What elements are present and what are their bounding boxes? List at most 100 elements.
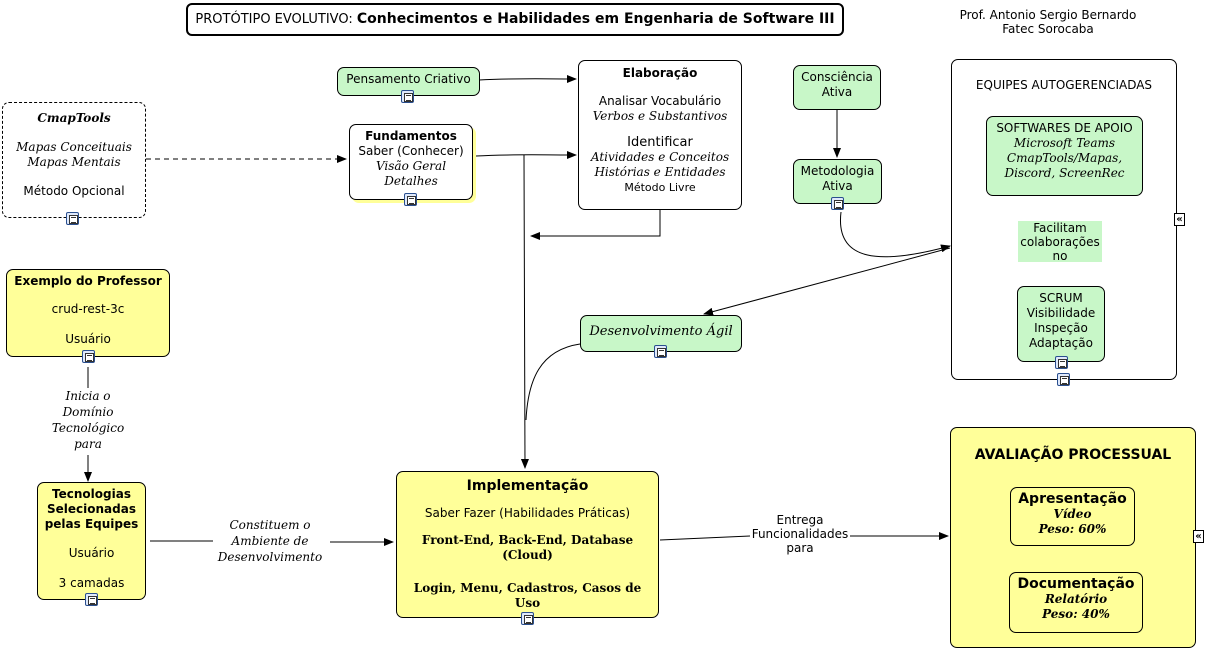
author-institution: Fatec Sorocaba: [1002, 22, 1094, 36]
constituem-line2: Ambiente de: [231, 534, 309, 548]
fundamentos-line3: Detalhes: [384, 174, 438, 188]
edge-junction-implementacao: [520, 154, 529, 469]
node-implementacao[interactable]: Implementação Saber Fazer (Habilidades P…: [396, 471, 659, 618]
fundamentos-line2: Visão Geral: [375, 159, 447, 173]
node-desenvolvimento-agil[interactable]: Desenvolvimento Ágil: [580, 315, 742, 352]
edge-metodologia-equipes: [840, 211, 951, 258]
title-main: Conhecimentos e Habilidades em Engenhari…: [356, 11, 835, 27]
document-icon[interactable]: [85, 593, 98, 606]
node-softwares-de-apoio[interactable]: SOFTWARES DE APOIO Microsoft Teams CmapT…: [986, 116, 1143, 196]
metodologia-line2: Ativa: [822, 179, 853, 193]
documentacao-title: Documentação: [1017, 576, 1135, 592]
tecnologias-line1: Tecnologias: [52, 487, 131, 501]
hierarchy-icon[interactable]: [1055, 356, 1068, 369]
entrega-line3: para: [786, 541, 814, 555]
scrum-line4: Adaptação: [1029, 336, 1093, 350]
elaboracao-title: Elaboração: [622, 66, 698, 80]
tecnologias-line5: 3 camadas: [58, 576, 125, 590]
document-icon[interactable]: [404, 193, 417, 206]
consciencia-line1: Consciência: [801, 70, 873, 84]
edge-equipes-desenvolvimento: [703, 247, 951, 316]
inicia-line1: Inicia o: [65, 389, 111, 403]
edge-elaboracao-junction: [530, 210, 661, 240]
softwares-line3: Discord, ScreenRec: [1004, 166, 1125, 180]
implementacao-line1: Saber Fazer (Habilidades Práticas): [424, 506, 631, 520]
document-icon[interactable]: [66, 212, 79, 225]
cmaptools-line1: Mapas Conceituais: [16, 140, 132, 154]
cmaptools-line3: Método Opcional: [23, 184, 125, 198]
inicia-line2: Domínio: [62, 405, 114, 419]
elaboracao-line4: Atividades e Conceitos: [590, 150, 730, 164]
implementacao-line3: (Cloud): [502, 548, 553, 562]
metodologia-line1: Metodologia: [800, 164, 875, 178]
elaboracao-line6: Método Livre: [624, 181, 696, 194]
inicia-line4: para: [74, 437, 102, 451]
node-tecnologias-selecionadas[interactable]: Tecnologias Selecionadas pelas Equipes U…: [37, 482, 146, 600]
link-entrega: Entrega Funcionalidades para: [748, 513, 852, 555]
pensamento-label: Pensamento Criativo: [346, 72, 471, 86]
documentacao-line2: Peso: 40%: [1042, 607, 1110, 621]
softwares-title: SOFTWARES DE APOIO: [996, 121, 1133, 135]
collapse-icon[interactable]: «: [1193, 530, 1204, 543]
documentacao-line1: Relatório: [1044, 592, 1108, 606]
tecnologias-line3: pelas Equipes: [44, 517, 139, 531]
facilitam-line2: colaborações: [1020, 235, 1100, 249]
node-metodologia-ativa[interactable]: Metodologia Ativa: [793, 159, 882, 204]
exemplo-title: Exemplo do Professor: [14, 274, 162, 288]
implementacao-line2: Front-End, Back-End, Database: [421, 533, 634, 547]
constituem-line1: Constituem o: [229, 518, 311, 532]
softwares-line1: Microsoft Teams: [1013, 136, 1116, 150]
consciencia-line2: Ativa: [821, 85, 853, 99]
apresentacao-line2: Peso: 60%: [1038, 522, 1107, 536]
apresentacao-title: Apresentação: [1018, 491, 1127, 507]
node-cmaptools[interactable]: CmapTools Mapas Conceituais Mapas Mentai…: [2, 102, 146, 218]
edge-desenvolvimento-implementacao: [525, 343, 581, 421]
implementacao-line4: Login, Menu, Cadastros, Casos de Uso: [413, 581, 642, 610]
equipes-title: EQUIPES AUTOGERENCIADAS: [975, 78, 1153, 92]
node-documentacao[interactable]: Documentação Relatório Peso: 40%: [1009, 572, 1143, 633]
elaboracao-line3: Identificar: [627, 135, 693, 150]
entrega-line2: Funcionalidades: [751, 527, 849, 541]
fundamentos-title: Fundamentos: [365, 129, 457, 143]
edge-implementacao-entrega: [659, 535, 751, 541]
document-icon[interactable]: [831, 197, 844, 210]
author-name: Prof. Antonio Sergio Bernardo: [959, 8, 1137, 22]
node-fundamentos[interactable]: Fundamentos Saber (Conhecer) Visão Geral…: [349, 124, 473, 200]
node-exemplo-do-professor[interactable]: Exemplo do Professor crud-rest-3c Usuári…: [6, 269, 170, 357]
exemplo-line2: Usuário: [65, 332, 111, 346]
scrum-line3: Inspeção: [1034, 321, 1088, 335]
scrum-line2: Visibilidade: [1026, 306, 1096, 320]
implementacao-title: Implementação: [466, 478, 589, 494]
node-elaboracao[interactable]: Elaboração Analisar Vocabulário Verbos e…: [578, 60, 742, 210]
elaboracao-line2: Verbos e Substantivos: [592, 109, 728, 123]
exemplo-line1: crud-rest-3c: [51, 302, 125, 316]
document-icon[interactable]: [82, 350, 95, 363]
avaliacao-title: AVALIAÇÃO PROCESSUAL: [974, 447, 1172, 463]
document-icon[interactable]: [1057, 373, 1070, 386]
node-apresentacao[interactable]: Apresentação Vídeo Peso: 60%: [1010, 487, 1135, 546]
facilitam-line3: no: [1052, 249, 1068, 263]
cmaptools-line2: Mapas Mentais: [27, 155, 121, 169]
elaboracao-line1: Analisar Vocabulário: [598, 94, 722, 108]
softwares-line2: CmapTools/Mapas,: [1006, 151, 1123, 165]
scrum-line1: SCRUM: [1039, 291, 1083, 305]
tecnologias-line4: Usuário: [68, 546, 115, 560]
node-consciencia-ativa[interactable]: Consciência Ativa: [793, 65, 881, 110]
document-icon[interactable]: [654, 345, 667, 358]
constituem-line3: Desenvolvimento: [217, 550, 323, 564]
tecnologias-line2: Selecionadas: [47, 502, 136, 516]
node-scrum[interactable]: SCRUM Visibilidade Inspeção Adaptação: [1017, 286, 1105, 362]
entrega-line1: Entrega: [776, 513, 824, 527]
document-icon[interactable]: [401, 90, 414, 103]
collapse-icon[interactable]: «: [1174, 213, 1185, 226]
facilitam-line1: Facilitam: [1033, 221, 1087, 235]
apresentacao-line1: Vídeo: [1053, 507, 1092, 521]
document-icon[interactable]: [521, 612, 534, 625]
link-inicia: Inicia o Domínio Tecnológico para: [40, 388, 136, 452]
title-box: PROTÓTIPO EVOLUTIVO: Conhecimentos e Hab…: [186, 3, 844, 36]
author-block: Prof. Antonio Sergio Bernardo Fatec Soro…: [948, 8, 1148, 36]
node-pensamento-criativo[interactable]: Pensamento Criativo: [337, 67, 480, 96]
desenvolvimento-label: Desenvolvimento Ágil: [589, 324, 733, 339]
cmaptools-title: CmapTools: [37, 111, 111, 125]
